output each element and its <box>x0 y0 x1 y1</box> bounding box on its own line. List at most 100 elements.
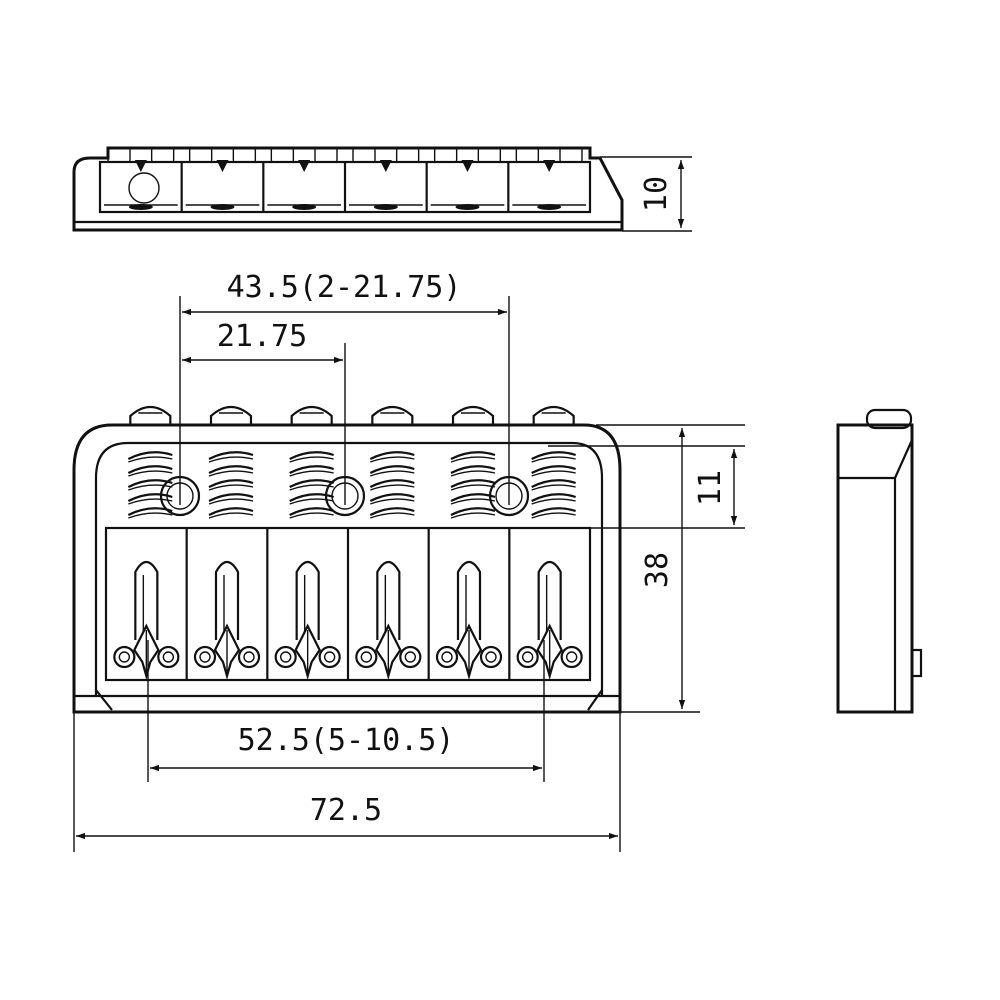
height-screw-inner <box>323 651 336 663</box>
top-view-saddle-notch <box>379 160 392 172</box>
baseplate-inner-wall <box>94 441 604 696</box>
side-view-bevel <box>838 439 914 480</box>
spring-coil-back <box>450 512 496 519</box>
spring-coil-back <box>208 470 254 477</box>
top-view-screw-cap <box>232 147 257 163</box>
spring-coil <box>127 493 173 502</box>
height-screw <box>435 645 459 669</box>
height-screw <box>479 645 503 669</box>
saddle-string-notch <box>536 623 563 681</box>
spring-coil-back <box>128 470 173 477</box>
top-view-saddle-notch <box>461 160 474 172</box>
top-view-saddle <box>180 147 260 212</box>
dim-mount-spacing-label: 21.75 <box>217 319 307 354</box>
spring-coil-back <box>370 498 415 505</box>
spring-coil <box>208 451 254 460</box>
side-view-tab <box>910 648 923 678</box>
height-screw <box>157 645 180 669</box>
spring-coil <box>450 451 496 460</box>
top-view-screw-cap <box>314 147 338 163</box>
saddle-string-notch <box>294 623 321 681</box>
spring-coil-back <box>289 498 334 505</box>
spring-coil <box>289 493 335 502</box>
spring-coil-back <box>208 512 254 519</box>
spring <box>289 451 335 519</box>
top-view-saddle <box>507 147 586 212</box>
spring-coil <box>531 507 577 516</box>
spring-coil <box>450 479 496 488</box>
screw-head-dome <box>451 405 495 425</box>
saddle-slot <box>376 560 401 640</box>
spring-coil-back <box>208 484 254 491</box>
top-view-saddle-shadow <box>128 204 153 210</box>
spring-coil <box>531 493 577 502</box>
spring-coil <box>208 465 254 474</box>
height-screw-inner <box>279 651 292 663</box>
top-view-saddle-shadow <box>373 204 398 210</box>
top-view-saddle-notch <box>134 160 147 172</box>
intonation-screw-head <box>290 405 333 425</box>
spring-coil-back <box>128 498 173 505</box>
top-view-saddle-notch <box>543 160 556 172</box>
baseplate-outline <box>72 423 622 714</box>
spring-coil-back <box>128 456 173 463</box>
spring-coil <box>450 493 496 502</box>
saddle-string-notch <box>375 623 402 681</box>
top-view-screw-cap <box>150 147 175 163</box>
top-view-screw-cap <box>395 147 420 163</box>
dim-string-spacing-label: 52.5(5-10.5) <box>238 723 455 758</box>
spring-coil <box>369 479 415 488</box>
height-screw-inner <box>360 651 373 663</box>
spring-coil-back <box>450 456 496 463</box>
intonation-screw-head <box>532 405 575 425</box>
height-screw <box>113 645 136 669</box>
spring-coil-back <box>128 484 173 491</box>
top-view-screw-cap <box>433 147 458 163</box>
spring-coil <box>127 465 173 474</box>
intonation-screw-head <box>371 405 414 425</box>
top-view-screw-cap <box>477 147 502 163</box>
top-view <box>72 146 624 232</box>
spring-coil <box>369 507 415 516</box>
saddle-slot <box>134 560 159 640</box>
height-screw-inner <box>441 651 453 663</box>
spring-coil-back <box>208 498 254 505</box>
top-view-saddle <box>343 147 423 212</box>
top-view-saddle <box>104 147 178 210</box>
spring-coil <box>127 451 173 460</box>
height-screw-inner <box>199 651 211 663</box>
height-screw-inner <box>565 651 578 663</box>
saddle-slot <box>456 560 482 640</box>
spring-coil-back <box>289 456 334 463</box>
spring-coil <box>289 465 335 474</box>
spring-coil <box>369 493 415 502</box>
top-view-saddle-notch <box>216 160 229 172</box>
spring-coil-back <box>370 512 415 519</box>
saddle-string-notch <box>455 623 483 681</box>
spring-coil <box>450 465 496 474</box>
spring-coil-back <box>531 470 576 477</box>
spring-coil-back <box>289 512 334 519</box>
top-view-screw-head <box>128 172 160 204</box>
saddle-slot <box>214 560 240 640</box>
saddle <box>113 560 180 681</box>
spring <box>369 451 415 519</box>
spring-coil <box>531 479 577 488</box>
height-screw <box>193 645 217 669</box>
dim-depth-label: 38 <box>640 552 675 588</box>
front-view <box>72 405 622 714</box>
height-screw <box>560 645 583 669</box>
height-screw <box>274 645 297 669</box>
height-screw <box>237 645 261 669</box>
spring-coil-back <box>128 512 173 519</box>
spring-coil <box>289 507 335 516</box>
side-view-outline <box>836 423 914 714</box>
screw-head-dome <box>209 405 253 425</box>
height-screw <box>318 645 341 669</box>
spring-coil-back <box>289 470 334 477</box>
intonation-screw-heads <box>129 405 575 425</box>
spring <box>208 451 254 519</box>
spring-coil <box>208 507 254 516</box>
spring-coil-back <box>450 498 496 505</box>
intonation-screw-head <box>209 405 253 425</box>
